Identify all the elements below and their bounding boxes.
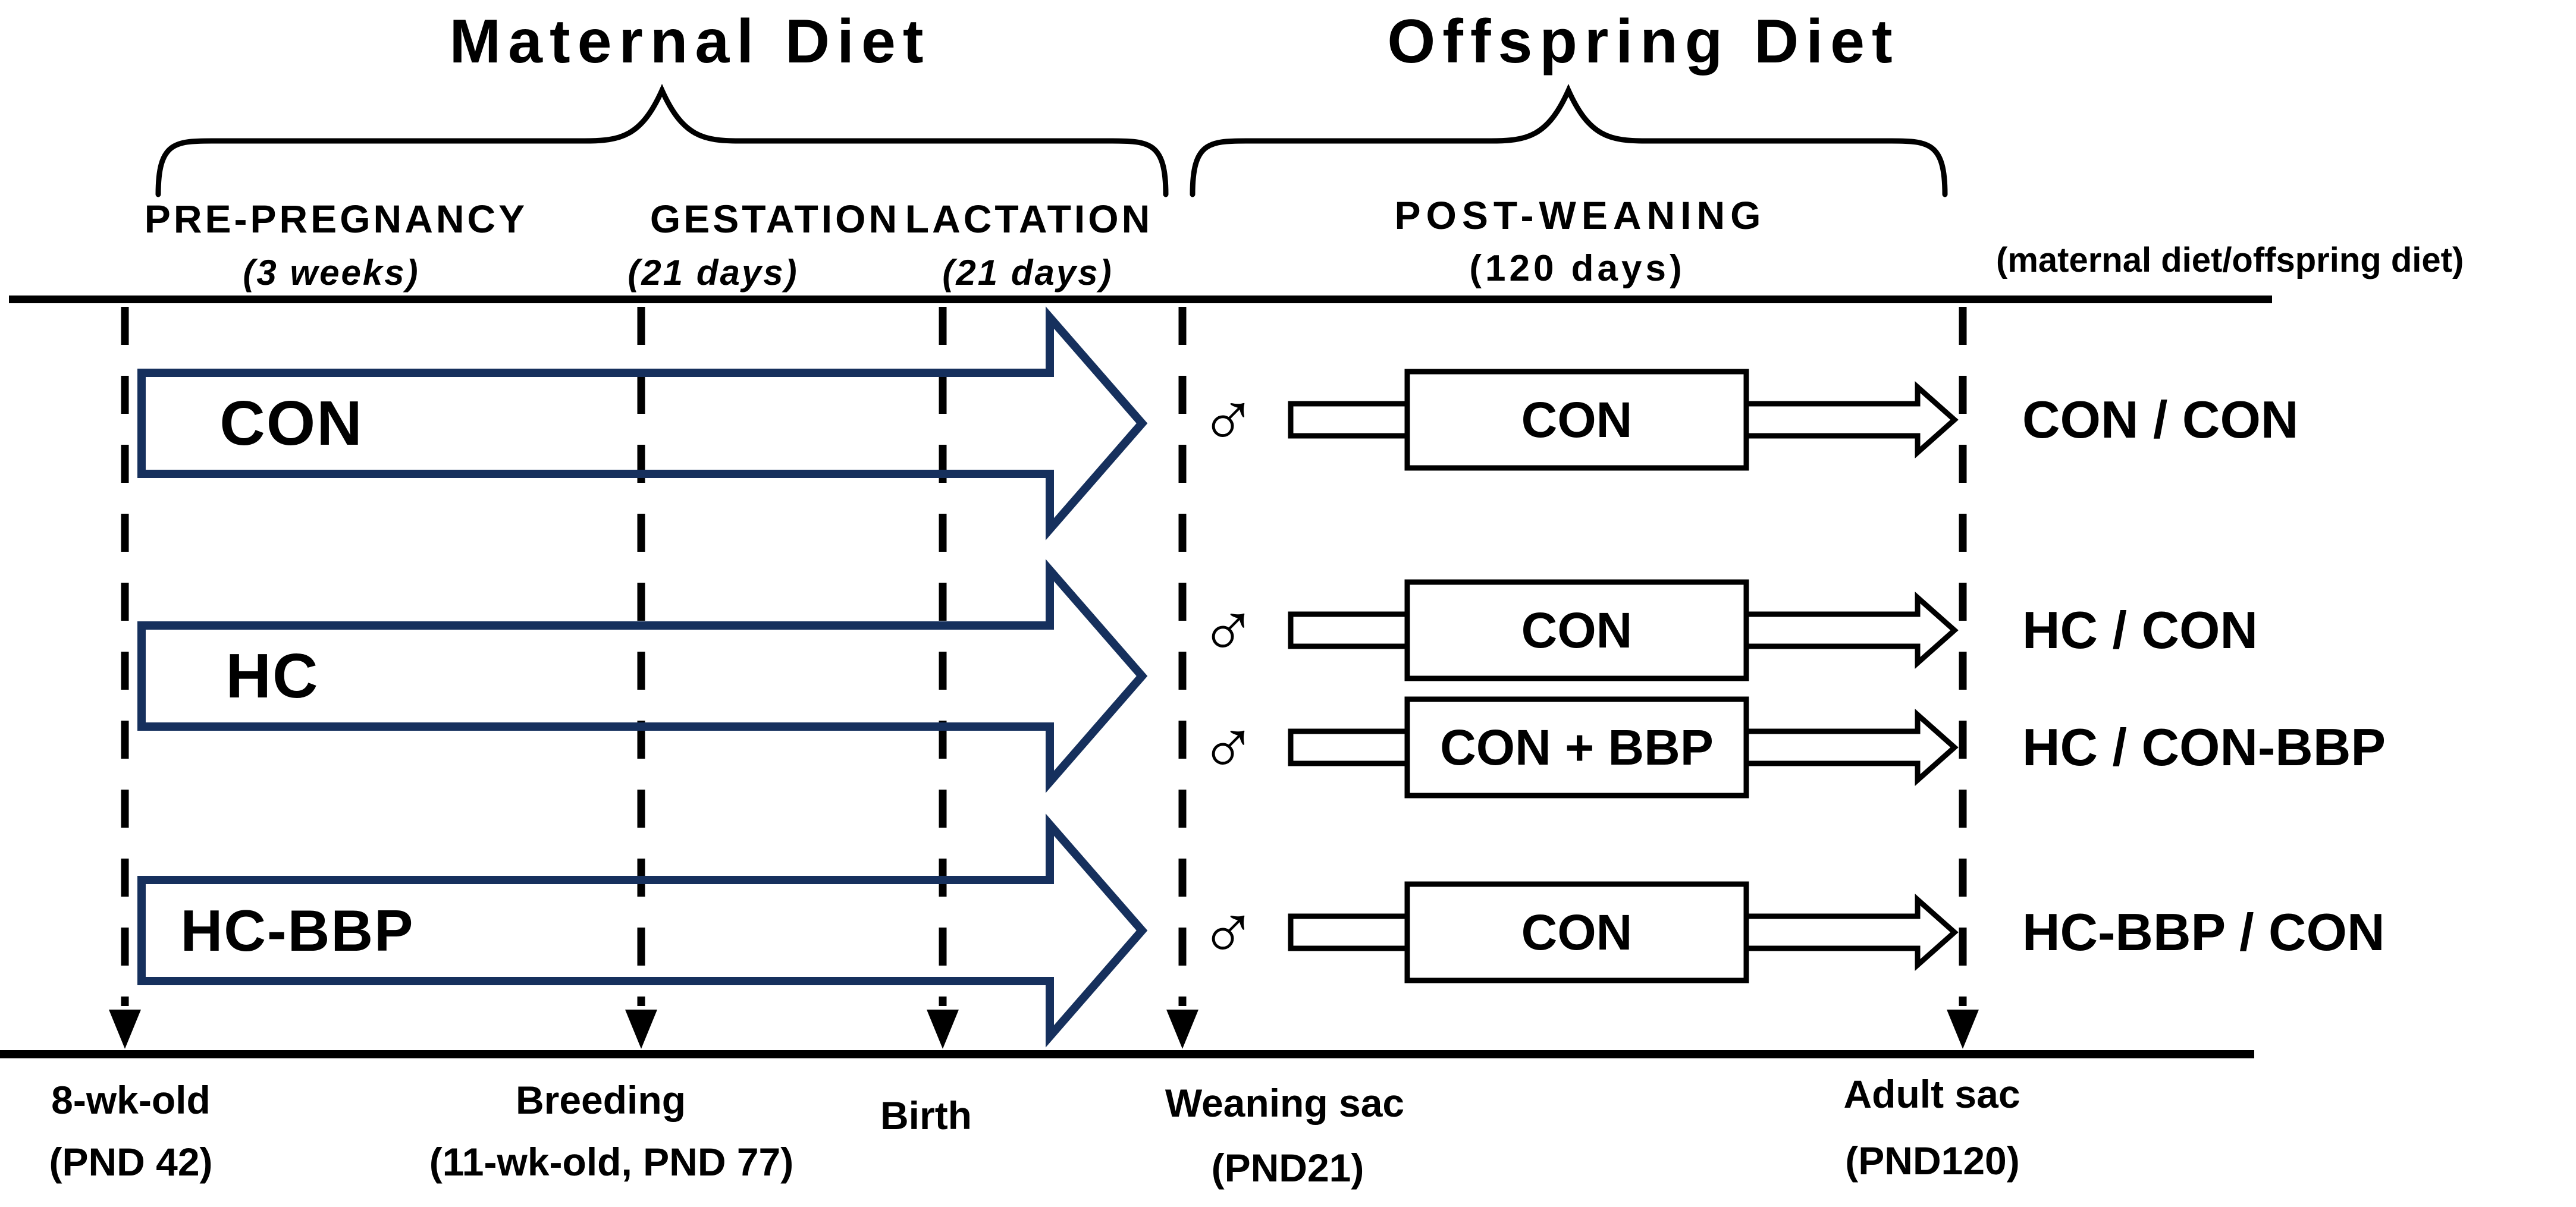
offspring-diet-box <box>1404 696 1749 799</box>
offspring-shaft <box>1288 728 1410 766</box>
offspring-diet-box-label: CON <box>1521 392 1633 448</box>
male-symbol-icon: ♂ <box>1199 700 1257 788</box>
offspring-shaft <box>1288 913 1410 951</box>
offspring-arrow <box>1743 893 1959 972</box>
offspring-arrow <box>1743 591 1959 669</box>
result-group-label: HC / CON <box>2022 601 2258 659</box>
timepoint-arrowheads <box>109 1010 1979 1049</box>
phase-gestation: GESTATION <box>650 197 900 241</box>
maternal-group-con-label: CON <box>219 388 363 458</box>
offspring-diet-title: Offspring Diet <box>1387 7 1900 76</box>
arrowhead-down-icon <box>625 1010 657 1049</box>
male-symbol-icon: ♂ <box>1199 583 1257 671</box>
diet-combination-note: (maternal diet/offspring diet) <box>1996 241 2464 279</box>
offspring-diet-brace <box>1190 84 1948 197</box>
phase-lactation-duration: (21 days) <box>942 253 1113 293</box>
arrowhead-down-icon <box>927 1010 959 1049</box>
timeline-label-weaning-sac: Weaning sac <box>1165 1081 1405 1125</box>
maternal-arrow-hcbbp <box>137 813 1148 1048</box>
phase-post-weaning: POST-WEANING <box>1394 193 1767 237</box>
arrowhead-down-icon <box>1947 1010 1979 1049</box>
maternal-group-hc-label: HC <box>225 641 319 711</box>
timeline-sublabel-pnd77: (11-wk-old, PND 77) <box>429 1140 794 1184</box>
footer-timeline-rule <box>0 1050 2254 1058</box>
phase-lactation: LACTATION <box>905 197 1153 241</box>
timeline-sublabel-pnd120: (PND120) <box>1845 1139 2020 1183</box>
dashed-timepoint-lines <box>121 307 1967 1006</box>
male-symbol-icon: ♂ <box>1199 885 1257 973</box>
maternal-arrow-con <box>137 306 1148 540</box>
offspring-shaft <box>1288 611 1410 649</box>
timeline-label-adult-sac: Adult sac <box>1843 1072 2020 1116</box>
timeline-label-birth: Birth <box>880 1093 972 1137</box>
male-symbol-icon: ♂ <box>1199 373 1257 460</box>
header-timeline-rule <box>9 296 2272 303</box>
maternal-arrows <box>137 306 1148 1048</box>
phase-post-weaning-duration: (120 days) <box>1469 248 1686 289</box>
offspring-diet-box-label: CON + BBP <box>1440 719 1714 775</box>
offspring-arrow <box>1743 381 1959 459</box>
result-group-label: HC-BBP / CON <box>2022 903 2385 961</box>
timeline-label-8wk: 8-wk-old <box>51 1078 211 1122</box>
result-group-label: CON / CON <box>2022 390 2299 449</box>
timeline-sublabel-pnd21: (PND21) <box>1211 1146 1364 1190</box>
timeline-sublabel-pnd42: (PND 42) <box>49 1140 213 1184</box>
offspring-shaft <box>1288 401 1410 439</box>
offspring-row-shapes <box>1288 369 1959 983</box>
offspring-arrow <box>1743 708 1959 787</box>
arrowhead-down-icon <box>1166 1010 1198 1049</box>
offspring-diet-box <box>1404 881 1749 983</box>
result-group-label: HC / CON-BBP <box>2022 718 2386 777</box>
offspring-diet-box-label: CON <box>1521 904 1633 960</box>
maternal-arrow-hc <box>137 559 1148 793</box>
offspring-diet-box-label: CON <box>1521 602 1633 658</box>
maternal-diet-brace <box>155 84 1169 197</box>
offspring-diet-box <box>1404 369 1749 471</box>
phase-gestation-duration: (21 days) <box>627 253 799 293</box>
offspring-diet-box <box>1404 579 1749 681</box>
timeline-label-breeding: Breeding <box>515 1078 686 1122</box>
phase-pre-pregnancy-duration: (3 weeks) <box>243 253 420 293</box>
arrowhead-down-icon <box>109 1010 141 1049</box>
phase-pre-pregnancy: PRE-PREGNANCY <box>144 197 528 241</box>
maternal-diet-title: Maternal Diet <box>449 7 931 76</box>
maternal-group-hcbbp-label: HC-BBP <box>180 898 415 963</box>
